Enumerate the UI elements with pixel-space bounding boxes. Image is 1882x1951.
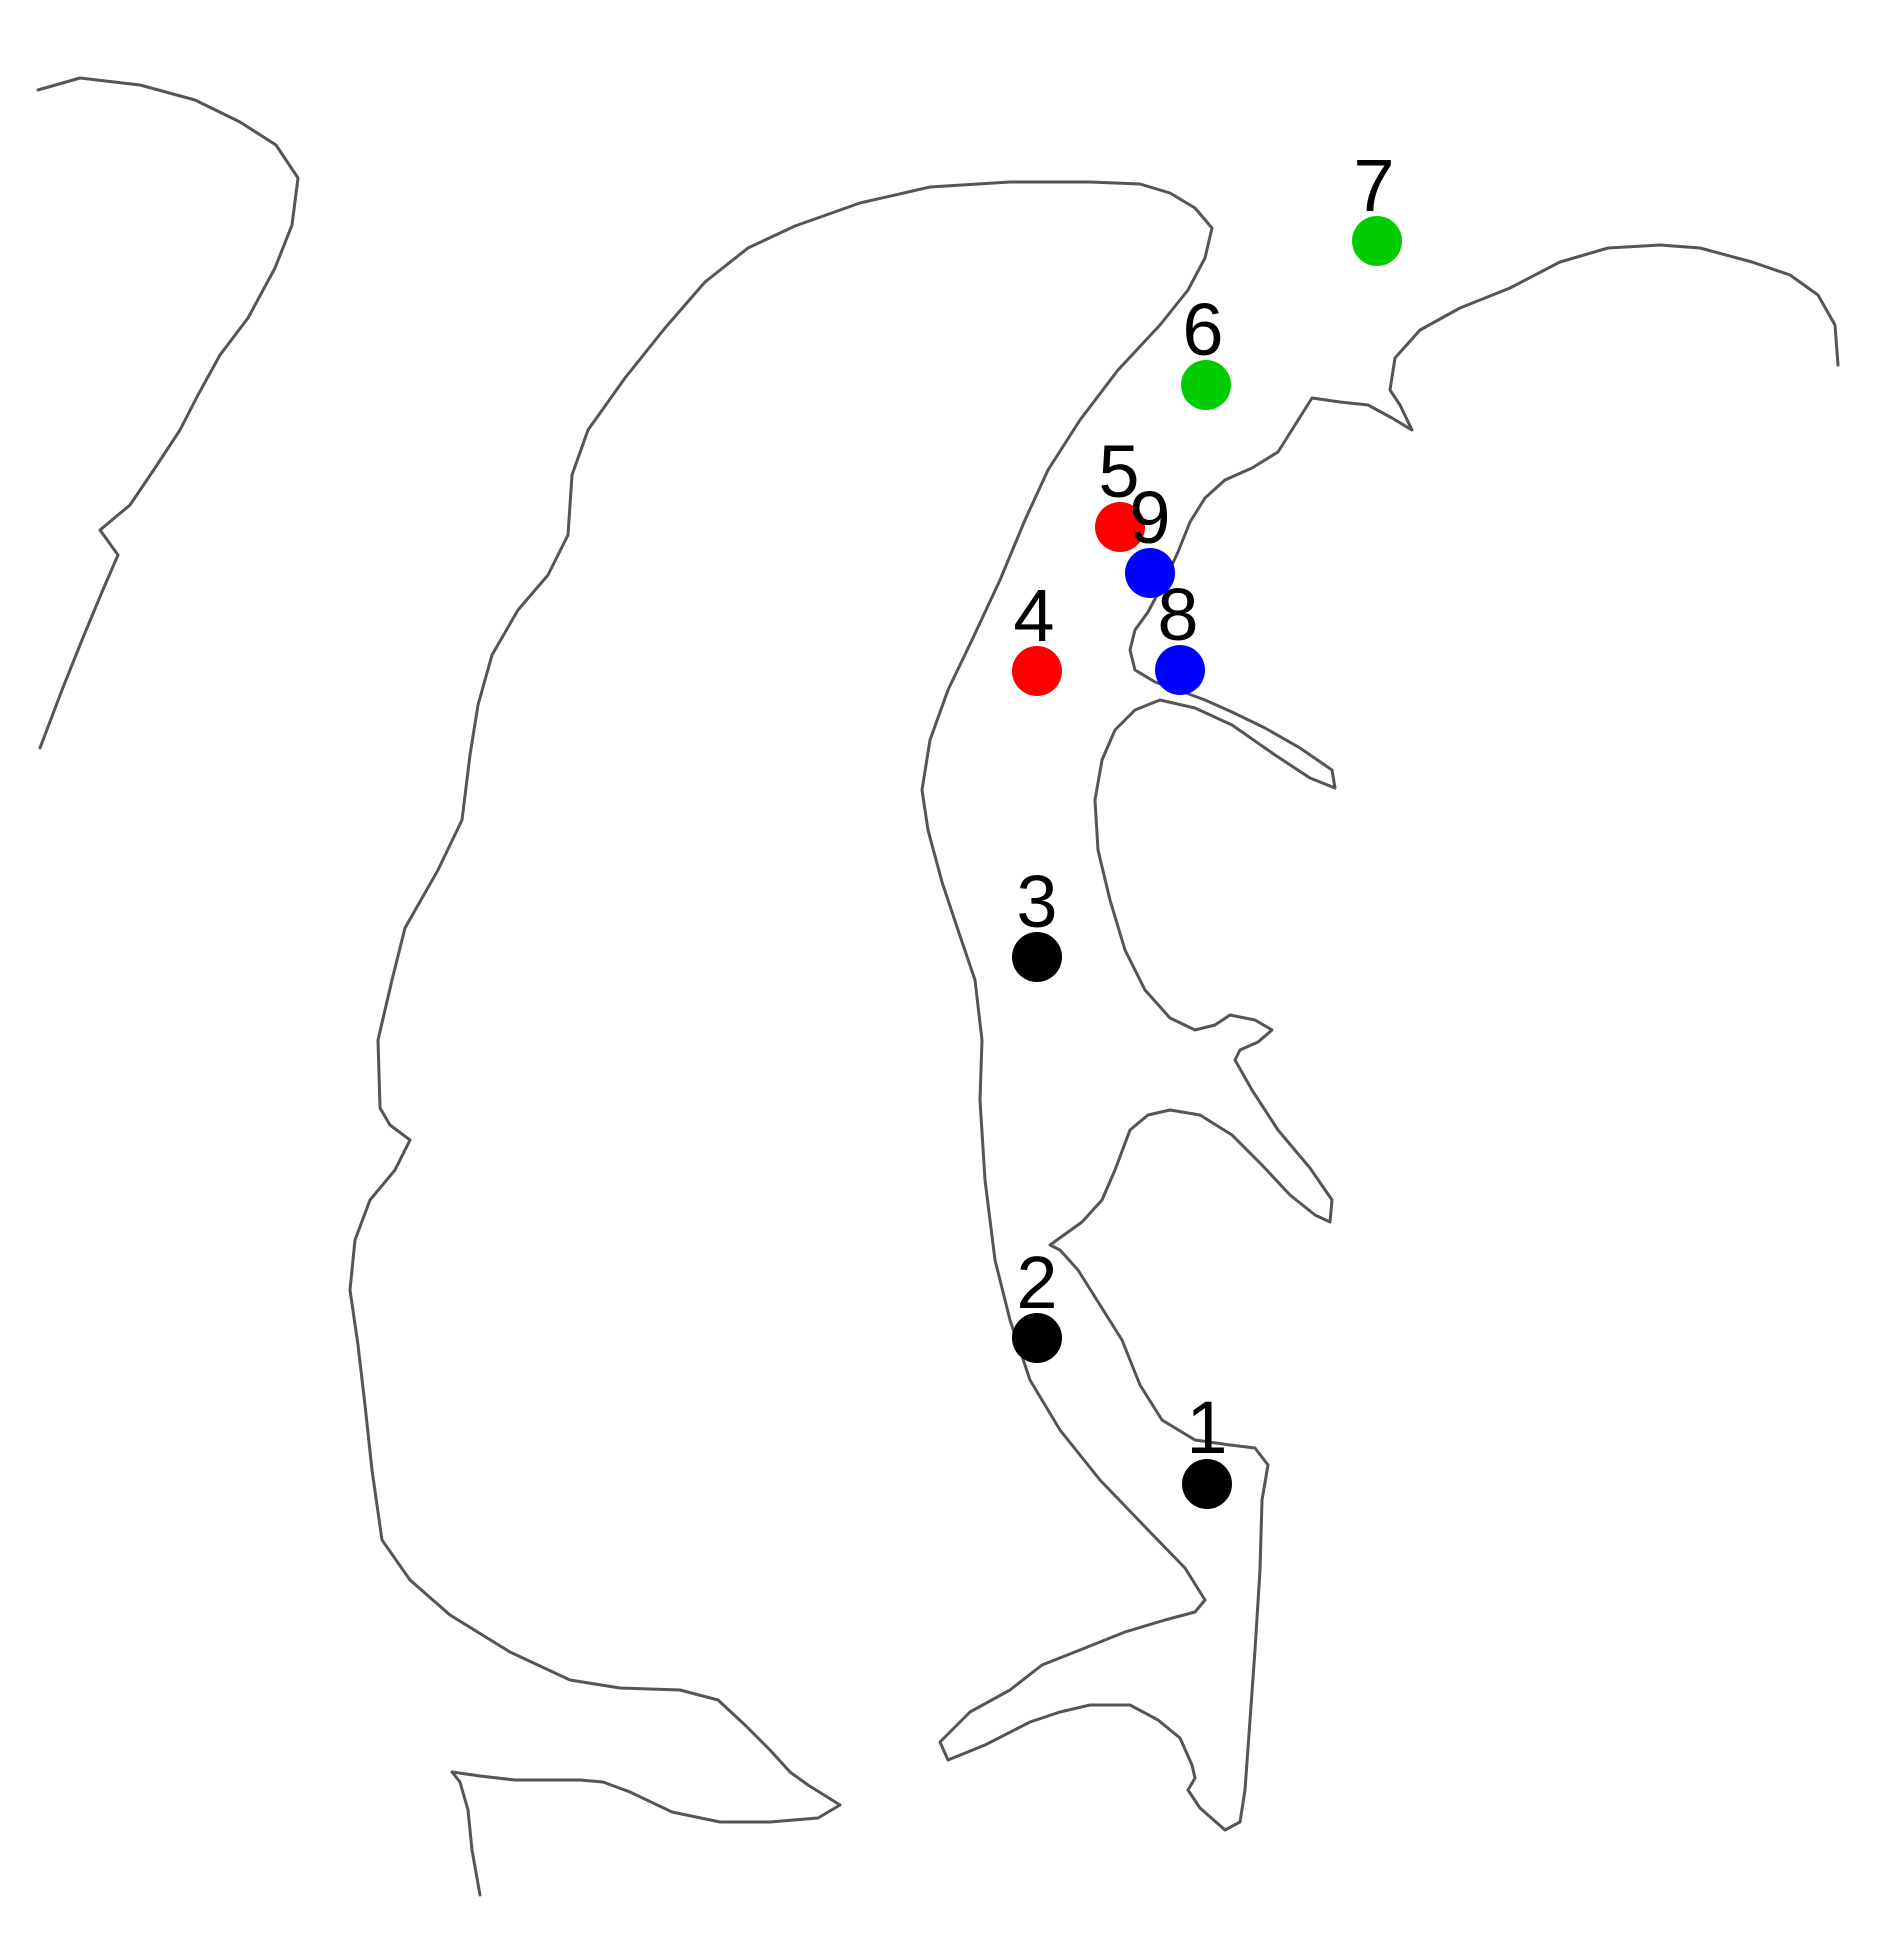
site-4-label: 4: [1013, 574, 1054, 657]
site-1-label: 1: [1186, 1386, 1227, 1469]
site-7-dot: [1352, 216, 1402, 266]
coastline-main-landmass: [348, 180, 1214, 1824]
site-7-label: 7: [1353, 144, 1394, 227]
site-8-dot: [1155, 645, 1205, 695]
site-3: 3: [1012, 860, 1062, 982]
site-1: 1: [1182, 1386, 1232, 1509]
coastline-northwest: [36, 76, 300, 750]
site-2: 2: [1012, 1241, 1062, 1363]
site-5-dot: [1095, 502, 1145, 552]
coastline-southwest-fragment: [450, 1770, 482, 1897]
site-9: 9: [1125, 476, 1175, 598]
coastline-inner-ridge: [920, 243, 1840, 1832]
sites-layer: 1 2 3 4 5 6 7 8: [1012, 144, 1402, 1509]
coastlines: [36, 76, 1840, 1897]
site-4: 4: [1012, 574, 1062, 696]
site-2-label: 2: [1016, 1241, 1057, 1324]
site-6-dot: [1181, 360, 1231, 410]
site-5-label: 5: [1098, 430, 1139, 513]
site-5: 5: [1095, 430, 1145, 552]
site-6: 6: [1181, 288, 1231, 410]
site-2-dot: [1012, 1313, 1062, 1363]
site-6-label: 6: [1182, 288, 1223, 371]
site-3-label: 3: [1016, 860, 1057, 943]
site-4-dot: [1012, 646, 1062, 696]
site-1-dot: [1182, 1459, 1232, 1509]
site-9-dot: [1125, 548, 1175, 598]
site-9-label: 9: [1129, 476, 1170, 559]
site-3-dot: [1012, 932, 1062, 982]
site-7: 7: [1352, 144, 1402, 266]
